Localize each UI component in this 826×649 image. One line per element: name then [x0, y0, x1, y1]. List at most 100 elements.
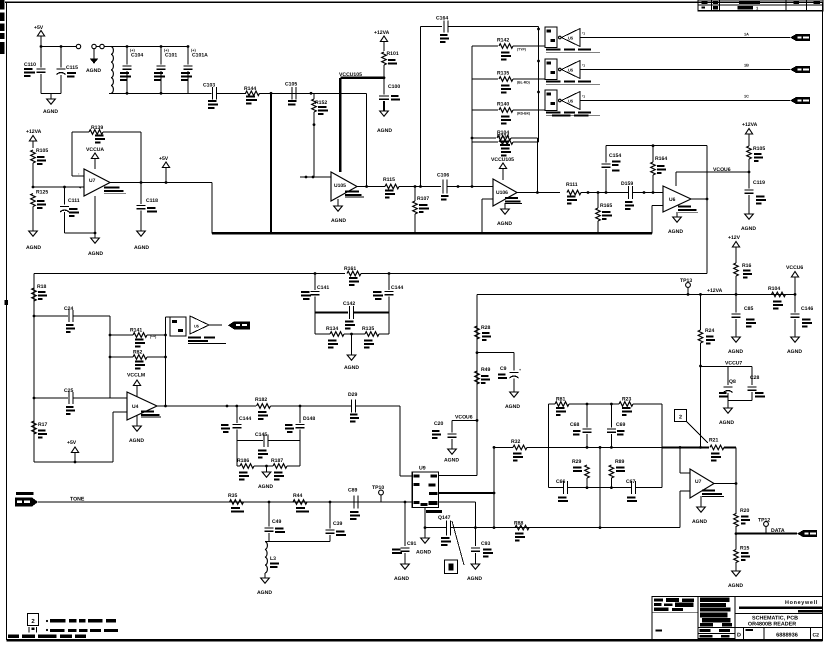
svg-text:AGND: AGND — [692, 519, 707, 525]
svg-text:AGND: AGND — [257, 590, 272, 596]
svg-text:R115: R115 — [383, 177, 395, 183]
svg-text:C118: C118 — [146, 198, 158, 204]
svg-text:R44: R44 — [293, 493, 303, 499]
svg-text:AGND: AGND — [88, 251, 103, 257]
svg-text:C25: C25 — [64, 388, 74, 394]
svg-text:C103: C103 — [203, 83, 215, 89]
svg-text:TONE: TONE — [70, 497, 85, 503]
svg-text:C39: C39 — [333, 521, 343, 527]
svg-text:AGND: AGND — [416, 550, 431, 556]
svg-text:U5: U5 — [568, 35, 574, 40]
svg-text:C104: C104 — [131, 53, 143, 59]
svg-text:R32: R32 — [511, 439, 521, 445]
svg-text:R164: R164 — [655, 156, 667, 162]
svg-text:R20: R20 — [740, 508, 750, 514]
svg-text:C2: C2 — [813, 633, 820, 639]
svg-text:SCHEMATIC, PCB: SCHEMATIC, PCB — [752, 616, 798, 622]
svg-text:C100: C100 — [388, 84, 400, 90]
svg-text:R21: R21 — [709, 438, 719, 444]
svg-text:C110: C110 — [24, 62, 36, 68]
svg-text:TP12: TP12 — [758, 518, 770, 524]
svg-text:D: D — [737, 633, 741, 639]
svg-text:AGND: AGND — [377, 128, 392, 134]
svg-text:C20: C20 — [434, 421, 444, 427]
svg-text:R35: R35 — [228, 493, 238, 499]
svg-text:+5V: +5V — [67, 440, 77, 446]
svg-text:+12VA: +12VA — [707, 288, 723, 294]
svg-text:C66: C66 — [556, 479, 566, 485]
svg-text:+12VA: +12VA — [26, 129, 42, 135]
svg-text:R111: R111 — [566, 182, 578, 188]
svg-text:Q147: Q147 — [438, 515, 451, 521]
svg-text:C91: C91 — [407, 541, 417, 547]
svg-text:C28: C28 — [750, 375, 760, 381]
svg-text:R105: R105 — [753, 146, 765, 152]
svg-text:R104: R104 — [497, 130, 509, 136]
svg-text:AGND: AGND — [26, 245, 41, 251]
svg-text:(+): (+) — [164, 49, 169, 53]
svg-text:R24: R24 — [705, 328, 715, 334]
svg-text:U5: U5 — [194, 325, 199, 329]
svg-text:C144: C144 — [239, 416, 251, 422]
svg-text:C154: C154 — [609, 153, 621, 159]
svg-text:*1: *1 — [582, 32, 585, 36]
svg-text:R107: R107 — [417, 196, 429, 202]
svg-text:C9: C9 — [500, 366, 507, 372]
svg-text:U7: U7 — [695, 479, 702, 485]
svg-text:Honeywell: Honeywell — [785, 600, 818, 606]
svg-text:(TYP): (TYP) — [517, 48, 526, 52]
svg-text:AGND: AGND — [728, 349, 743, 355]
svg-text:R165: R165 — [600, 203, 612, 209]
svg-text:AGND: AGND — [467, 576, 482, 582]
svg-text:VCCUA: VCCUA — [86, 147, 104, 153]
svg-text:1: 1 — [756, 5, 759, 10]
svg-text:(+): (+) — [191, 49, 196, 53]
svg-text:C111: C111 — [68, 198, 80, 204]
svg-text:D148: D148 — [303, 416, 315, 422]
svg-text:U9: U9 — [419, 466, 426, 472]
svg-text:+12VA: +12VA — [742, 122, 758, 128]
svg-text:R104: R104 — [768, 286, 780, 292]
svg-text:R134: R134 — [326, 326, 338, 332]
svg-text:TP13: TP13 — [680, 278, 692, 284]
svg-text:C144: C144 — [391, 285, 403, 291]
svg-text:R23: R23 — [622, 397, 632, 403]
svg-text:R142: R142 — [497, 38, 509, 44]
svg-text:AGND: AGND — [497, 221, 512, 227]
svg-text:R125: R125 — [36, 190, 48, 196]
svg-text:+5V: +5V — [159, 156, 169, 162]
svg-text:R105: R105 — [36, 148, 48, 154]
svg-text:D159: D159 — [621, 181, 633, 187]
svg-text:R144: R144 — [244, 86, 256, 92]
svg-text:C101: C101 — [165, 53, 177, 59]
svg-text:DATA: DATA — [771, 528, 785, 534]
svg-text:VCCU105: VCCU105 — [491, 157, 514, 163]
svg-text:1A: 1A — [744, 33, 749, 37]
svg-text:C69: C69 — [616, 422, 626, 428]
svg-text:C115: C115 — [66, 65, 78, 71]
svg-text:2: 2 — [31, 618, 35, 625]
svg-text:TP10: TP10 — [372, 485, 384, 491]
svg-text:(BL-RD): (BL-RD) — [517, 81, 530, 85]
svg-text:U5: U5 — [568, 67, 574, 72]
svg-text:AGND: AGND — [505, 404, 520, 410]
svg-text:+: + — [519, 368, 521, 372]
svg-text:R141: R141 — [130, 328, 142, 334]
svg-text:C67: C67 — [626, 479, 636, 485]
svg-text:R152: R152 — [315, 100, 327, 106]
svg-text:L3: L3 — [270, 556, 276, 562]
svg-text:AGND: AGND — [258, 484, 273, 490]
svg-text:R89: R89 — [615, 459, 625, 465]
svg-text:R134: R134 — [497, 134, 509, 140]
svg-text:R29: R29 — [572, 459, 582, 465]
svg-text:R182: R182 — [255, 397, 267, 403]
svg-text:(RD-BK): (RD-BK) — [517, 112, 530, 116]
svg-text:VCCU7: VCCU7 — [725, 361, 742, 367]
svg-text:C142: C142 — [343, 301, 355, 307]
svg-text:+12V: +12V — [728, 235, 741, 241]
svg-text:U5: U5 — [568, 98, 574, 103]
svg-text:AGND: AGND — [719, 420, 734, 426]
svg-text:R28: R28 — [481, 325, 491, 331]
svg-text:AGND: AGND — [43, 109, 58, 115]
svg-text:R16: R16 — [742, 263, 752, 269]
